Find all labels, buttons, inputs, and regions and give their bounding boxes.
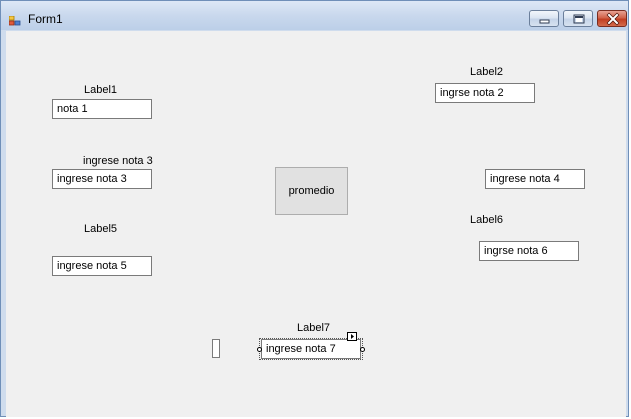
close-button[interactable] [597, 10, 627, 27]
window-title: Form1 [28, 12, 63, 26]
textbox4[interactable]: ingrese nota 4 [485, 169, 585, 189]
textbox6[interactable]: ingrse nota 6 [479, 241, 579, 261]
textbox7[interactable]: ingrese nota 7 [261, 339, 361, 359]
small-empty-control[interactable] [212, 339, 220, 358]
smart-tag-button[interactable] [347, 332, 357, 341]
textbox3[interactable]: ingrese nota 3 [52, 169, 152, 189]
textbox2[interactable]: ingrse nota 2 [435, 83, 535, 103]
maximize-button[interactable] [563, 10, 593, 27]
label2: Label2 [470, 66, 504, 78]
textbox1[interactable]: nota 1 [52, 99, 152, 119]
label7: Label7 [297, 322, 331, 334]
textbox5[interactable]: ingrese nota 5 [52, 256, 152, 276]
minimize-button[interactable] [529, 10, 559, 27]
form-client-area: Label1 nota 1 Label2 ingrse nota 2 ingre… [6, 31, 626, 417]
label3: ingrese nota 3 [83, 155, 153, 167]
label1: Label1 [84, 84, 118, 96]
resize-handle-left[interactable] [257, 347, 262, 352]
title-bar[interactable]: Form1 [1, 1, 628, 30]
app-icon [8, 13, 21, 26]
label5: Label5 [84, 223, 118, 235]
label6: Label6 [470, 214, 504, 226]
promedio-button[interactable]: promedio [275, 167, 348, 215]
resize-handle-right[interactable] [360, 347, 365, 352]
